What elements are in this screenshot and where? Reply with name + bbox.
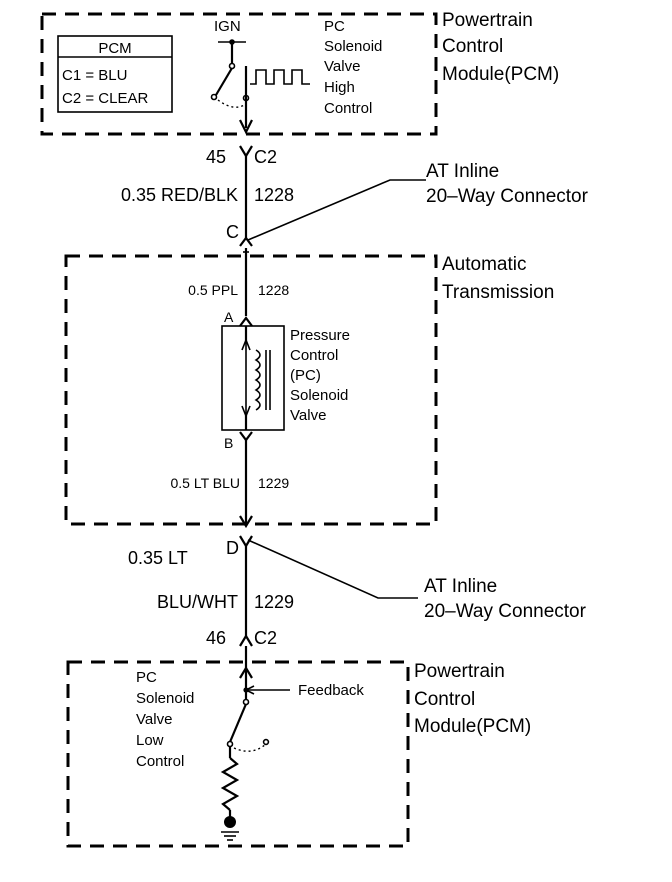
pcm-bottom-input-arrow bbox=[239, 665, 253, 679]
inline-d-label-line1: AT Inline bbox=[424, 576, 497, 597]
pcm-top-driver-line4: High bbox=[324, 79, 355, 96]
wire-1228-circuit: 1228 bbox=[254, 185, 294, 205]
solenoid-label-line3: (PC) bbox=[290, 367, 321, 384]
pin-a-symbol bbox=[239, 316, 253, 327]
pin-b-label: B bbox=[224, 435, 233, 451]
inline-d-label-line2: 20–Way Connector bbox=[424, 601, 587, 622]
wire-1229-color-line2: BLU/WHT bbox=[157, 592, 238, 612]
inline-d-leader-line bbox=[247, 539, 418, 599]
inline-pin-d: D bbox=[226, 538, 239, 558]
c2-top-name: C2 bbox=[254, 147, 277, 167]
pin-b-symbol bbox=[239, 431, 253, 442]
pcm-top-title-line3: Module(PCM) bbox=[442, 64, 559, 85]
low-side-actuation-link bbox=[233, 743, 267, 752]
ign-node bbox=[229, 39, 235, 45]
connector-c2-bottom: 0.35 LT BLU/WHT 1229 46 C2 bbox=[128, 546, 294, 648]
switch-actuation-link bbox=[217, 99, 247, 108]
solenoid-label-line5: Valve bbox=[290, 407, 326, 424]
pin-a-label: A bbox=[224, 309, 234, 325]
pcm-top-title-line2: Control bbox=[442, 36, 503, 57]
solenoid-label-line1: Pressure bbox=[290, 327, 350, 344]
wire-1229-circuit: 1229 bbox=[254, 592, 294, 612]
switch-output-contact bbox=[242, 94, 250, 102]
low-side-switch-top-contact bbox=[242, 698, 250, 706]
pcm-bottom-driver-line5: Control bbox=[136, 753, 184, 770]
wire-a-circuit: 1228 bbox=[258, 282, 289, 298]
ground-node bbox=[224, 816, 236, 828]
transmission-title-line2: Transmission bbox=[442, 282, 554, 303]
feedback-label: Feedback bbox=[298, 682, 364, 699]
pcm-top-driver-line2: Solenoid bbox=[324, 38, 382, 55]
pcm-bottom-title-line2: Control bbox=[414, 689, 475, 710]
inline-c-label-line1: AT Inline bbox=[426, 161, 499, 182]
pc-solenoid-body bbox=[221, 325, 285, 431]
pcm-bottom-module: Powertrain Control Module(PCM) Feedback … bbox=[66, 646, 531, 848]
pwm-waveform-icon bbox=[250, 69, 310, 85]
pcm-top-boundary bbox=[40, 12, 438, 136]
switch-pivot bbox=[210, 93, 218, 101]
automatic-transmission: Automatic Transmission 0.5 PPL 1228 A Pr… bbox=[64, 248, 554, 529]
wire-b-circuit: 1229 bbox=[258, 475, 289, 491]
pcm-top-driver-line5: Control bbox=[324, 100, 372, 117]
inline-c-leader-line bbox=[247, 179, 426, 241]
wire-1229-color-line1: 0.35 LT bbox=[128, 548, 188, 568]
pcm-legend-c1: C1 = BLU bbox=[62, 67, 127, 84]
ign-label: IGN bbox=[214, 18, 241, 35]
wire-1228-color: 0.35 RED/BLK bbox=[121, 185, 238, 205]
pcm-top-output-arrow bbox=[239, 119, 253, 135]
at-inline-connector-d: D AT Inline 20–Way Connector bbox=[226, 535, 587, 622]
pcm-top-title-line1: Powertrain bbox=[442, 10, 533, 31]
pcm-bottom-driver-line2: Solenoid bbox=[136, 690, 194, 707]
pcm-bottom-title-line1: Powertrain bbox=[414, 661, 505, 682]
solenoid-travel-arrow-up bbox=[241, 337, 251, 351]
solenoid-label-line2: Control bbox=[290, 347, 338, 364]
low-side-switch-blade bbox=[228, 703, 248, 743]
pcm-bottom-boundary bbox=[66, 660, 410, 848]
pcm-bottom-driver-line3: Valve bbox=[136, 711, 172, 728]
pcm-bottom-driver-line4: Low bbox=[136, 732, 164, 749]
feedback-arrow bbox=[244, 685, 255, 695]
switch-top-contact bbox=[228, 62, 236, 70]
connector-c2-top: 45 C2 0.35 RED/BLK 1228 bbox=[121, 145, 294, 238]
pcm-legend-box bbox=[57, 35, 173, 113]
pcm-top-module: PCM C1 = BLU C2 = CLEAR IGN PC Solenoid … bbox=[40, 10, 559, 136]
at-inline-connector-c: C AT Inline 20–Way Connector bbox=[226, 161, 589, 247]
low-side-actuation-end bbox=[262, 738, 270, 746]
transmission-boundary bbox=[64, 254, 438, 526]
solenoid-label-line4: Solenoid bbox=[290, 387, 348, 404]
current-sense-resistor-icon bbox=[220, 757, 240, 811]
inline-pin-c-symbol bbox=[239, 236, 253, 247]
pcm-legend-title: PCM bbox=[98, 40, 131, 57]
solenoid-coil-icon bbox=[254, 349, 261, 411]
wire-b-label: 0.5 LT BLU bbox=[170, 475, 240, 491]
pcm-top-driver-line3: Valve bbox=[324, 58, 360, 75]
c2-pin-45-symbol bbox=[239, 145, 253, 159]
inline-pin-c: C bbox=[226, 222, 239, 242]
high-side-switch-blade bbox=[215, 67, 233, 96]
c2-pin-45-number: 45 bbox=[206, 147, 226, 167]
inline-c-label-line2: 20–Way Connector bbox=[426, 186, 589, 207]
pcm-bottom-title-line3: Module(PCM) bbox=[414, 716, 531, 737]
transmission-exit-arrow bbox=[239, 515, 253, 529]
c2-pin-46-number: 46 bbox=[206, 628, 226, 648]
wire-a-label: 0.5 PPL bbox=[188, 282, 238, 298]
low-side-switch-pivot bbox=[226, 740, 234, 748]
pcm-legend-c2: C2 = CLEAR bbox=[62, 90, 148, 107]
c2-bottom-name: C2 bbox=[254, 628, 277, 648]
pcm-top-driver-line1: PC bbox=[324, 18, 345, 35]
c2-pin-46-symbol bbox=[239, 633, 253, 647]
pcm-bottom-driver-line1: PC bbox=[136, 669, 157, 686]
transmission-title-line1: Automatic bbox=[442, 254, 526, 275]
